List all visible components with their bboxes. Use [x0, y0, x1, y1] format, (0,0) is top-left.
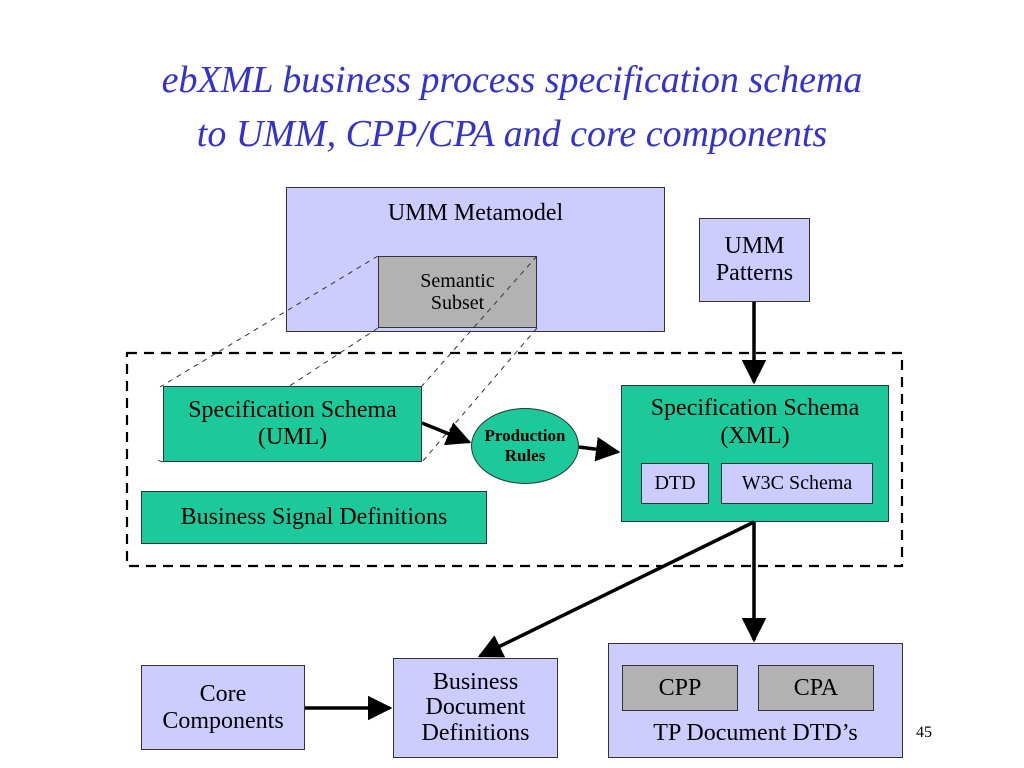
production-rules-ellipse: Production Rules	[471, 408, 579, 484]
slide-title-line-1: ebXML business process specification sch…	[161, 59, 863, 101]
tp-document-dtds-label: TP Document DTD’s	[653, 720, 858, 747]
umm-patterns-line-2: Patterns	[715, 260, 794, 286]
w3c-schema-label: W3C Schema	[741, 472, 853, 495]
cpa-label: CPA	[793, 674, 839, 701]
core-components-box: Core Components	[141, 665, 305, 750]
page-number: 45	[916, 724, 932, 741]
business-document-definitions-line-3: Definitions	[421, 719, 530, 746]
arrow-spec-xml-to-business-document	[477, 520, 755, 658]
umm-patterns-box: UMM Patterns	[699, 218, 810, 302]
core-components-line-2: Components	[162, 707, 284, 734]
cpp-box: CPP	[622, 665, 738, 711]
production-rules-line-1: Production	[484, 426, 566, 446]
slide-title-line-2: to UMM, CPP/CPA and core components	[196, 113, 828, 155]
core-components-line-1: Core	[199, 680, 247, 707]
projection-line-2	[287, 327, 379, 388]
semantic-subset-line-1: Semantic	[420, 269, 495, 292]
spec-schema-uml-box: Specification Schema (UML)	[163, 386, 422, 462]
business-document-definitions-line-1: Business	[432, 669, 519, 696]
business-signal-definitions-label: Business Signal Definitions	[180, 504, 448, 531]
spec-schema-xml-line-2: (XML)	[720, 423, 790, 450]
cpp-label: CPP	[658, 674, 702, 701]
umm-patterns-line-1: UMM	[724, 233, 785, 260]
spec-schema-xml-line-1: Specification Schema	[650, 395, 860, 421]
business-signal-definitions-box: Business Signal Definitions	[141, 491, 487, 544]
arrow-spec-uml-to-production-rules	[421, 421, 472, 446]
business-document-definitions-box: Business Document Definitions	[393, 658, 558, 758]
spec-schema-uml-line-2: (UML)	[257, 424, 328, 450]
arrow-production-rules-to-spec-xml	[578, 437, 621, 462]
semantic-subset-line-2: Subset	[430, 292, 485, 314]
dtd-label: DTD	[654, 472, 696, 495]
business-document-definitions-line-2: Document	[425, 694, 526, 721]
cpa-box: CPA	[758, 665, 874, 711]
w3c-schema-box: W3C Schema	[721, 463, 873, 504]
spec-schema-uml-line-1: Specification Schema	[188, 397, 397, 424]
dtd-box: DTD	[641, 463, 709, 504]
umm-metamodel-label: UMM Metamodel	[387, 200, 564, 226]
production-rules-line-2: Rules	[504, 446, 546, 465]
semantic-subset-box: Semantic Subset	[378, 256, 537, 328]
